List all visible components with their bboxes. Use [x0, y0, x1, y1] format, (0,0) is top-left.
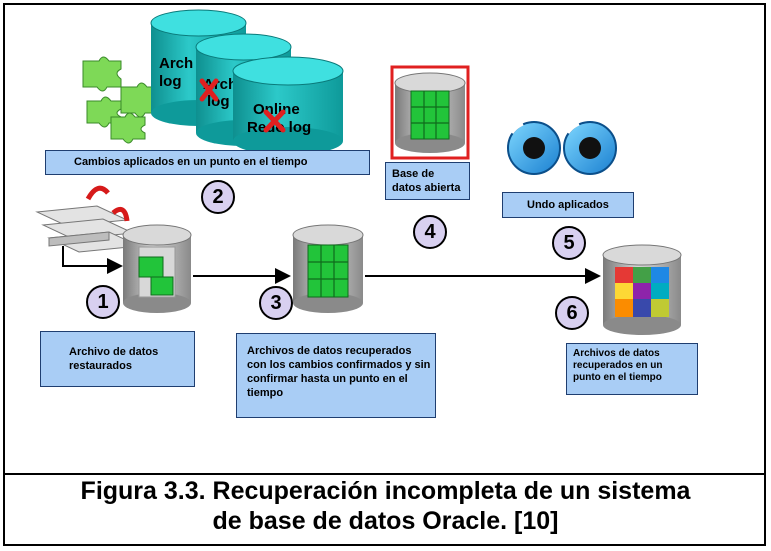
recovered-database-cylinder — [292, 224, 364, 313]
step-4-circle: 4 — [413, 215, 447, 249]
archive-log-1-line1: Arch — [159, 55, 193, 72]
caption-line-2: de base de datos Oracle. [10] — [212, 507, 559, 535]
label-recovered-point-in-time: Archivos de datos recuperados en un punt… — [566, 343, 698, 395]
recovery-diagram: Arch log Arch log Online Redo log — [35, 9, 682, 335]
step-3-circle: 3 — [259, 286, 293, 320]
red-arrow-icon — [85, 185, 110, 201]
step-1-circle: 1 — [86, 285, 120, 319]
online-redo-log-cylinder: Online Redo log — [232, 56, 344, 155]
undo-disk-1 — [507, 121, 561, 175]
restore-arrow — [62, 246, 123, 274]
label-database-open: Base de datos abierta — [385, 162, 470, 200]
caption-line-1: Figura 3.3. Recuperación incompleta de u… — [80, 477, 691, 505]
step-5-circle: 5 — [552, 226, 586, 260]
open-database-cylinder — [390, 65, 470, 160]
step-6-circle: 6 — [555, 296, 589, 330]
puzzle-piece-icon — [82, 56, 122, 92]
highlight-box — [390, 65, 470, 160]
red-x-icon — [263, 109, 286, 133]
figure-frame — [3, 3, 766, 546]
step-2-circle: 2 — [201, 180, 235, 214]
point-in-time-database-cylinder — [602, 244, 682, 335]
label-recovered-files: Archivos de datos recuperados con los ca… — [236, 333, 436, 418]
label-restored-files: Archivo de datos restaurados — [40, 331, 195, 387]
red-x-icon — [199, 78, 219, 102]
figure-caption: Figura 3.3. Recuperación incompleta de u… — [0, 476, 771, 536]
undo-disk-2 — [563, 121, 617, 175]
puzzle-pieces-group — [82, 56, 160, 144]
caption-divider — [3, 473, 766, 475]
label-changes-applied: Cambios aplicados en un punto en el tiem… — [45, 150, 370, 175]
red-arrow-icon — [111, 206, 130, 222]
puzzle-piece-icon — [110, 112, 146, 144]
label-undo-applied: Undo aplicados — [502, 192, 634, 218]
backup-files-stack — [35, 185, 141, 253]
archive-log-1-line2: log — [159, 73, 182, 90]
restored-database-cylinder — [122, 224, 192, 313]
